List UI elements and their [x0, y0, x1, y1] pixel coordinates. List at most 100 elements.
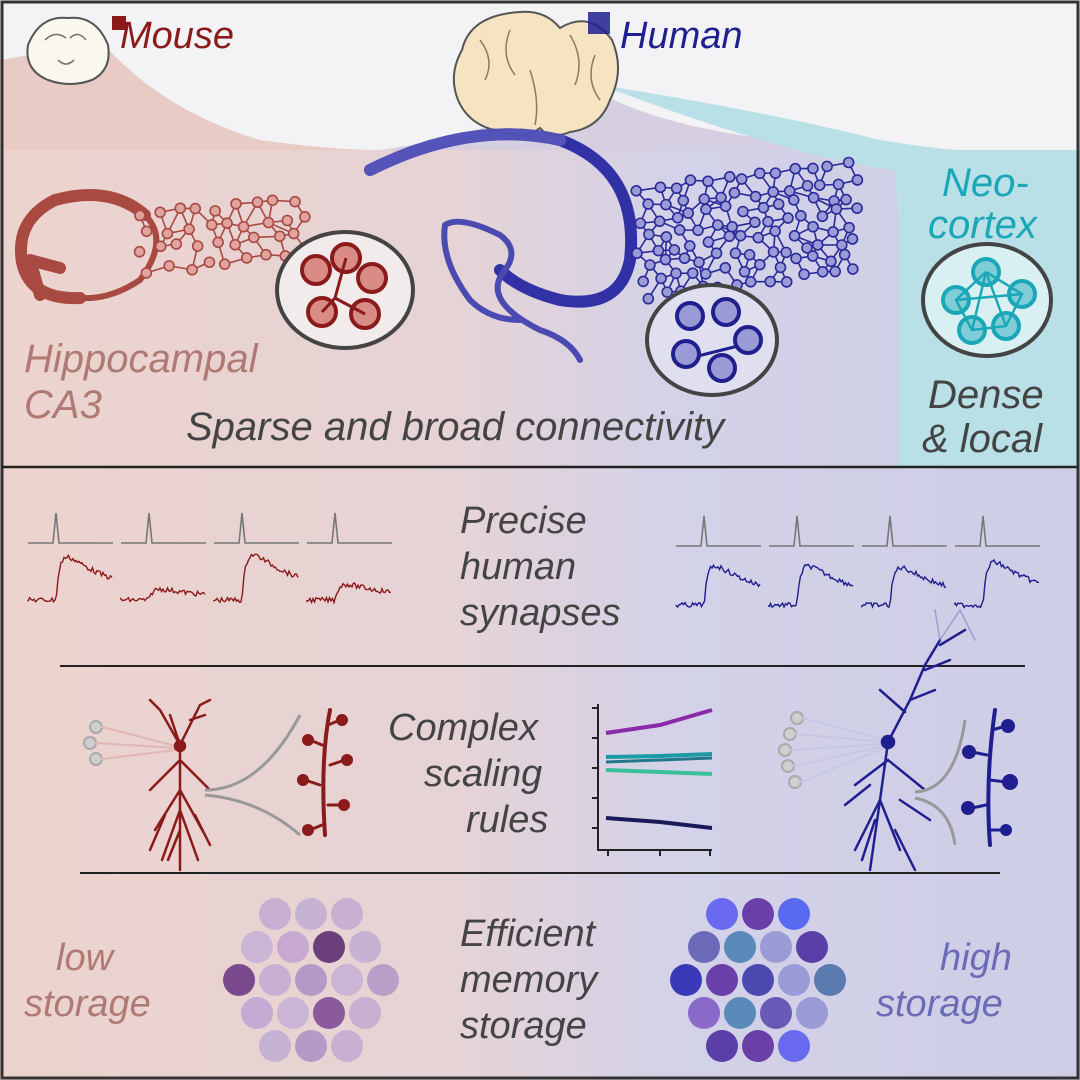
human-network-node — [670, 182, 683, 195]
human-network-node — [719, 200, 732, 213]
human-network-node — [767, 246, 780, 258]
memory-dot — [259, 1030, 291, 1062]
mouse-brain-icon — [26, 16, 126, 85]
human-network-node — [653, 215, 666, 228]
storage-caption-line2: memory — [460, 959, 599, 1001]
mouse-fork-lines — [204, 714, 302, 837]
memory-dot — [742, 1030, 774, 1062]
human-network-node — [660, 231, 673, 243]
epsp-trace — [27, 553, 113, 604]
mouse-epsp-traces — [27, 512, 392, 605]
human-network-node — [684, 174, 697, 186]
memory-dot — [259, 898, 291, 930]
human-network-node — [644, 259, 656, 271]
human-network-node — [836, 239, 848, 251]
mouse-network-node — [183, 223, 195, 236]
human-network-node — [754, 258, 766, 271]
mouse-network-node — [186, 263, 198, 276]
epsp-trace — [861, 565, 947, 609]
human-network-node — [807, 162, 819, 175]
memory-dot — [760, 931, 792, 963]
human-network-node — [643, 228, 655, 241]
low-storage-dot-array — [223, 898, 399, 1062]
memory-dot — [796, 997, 828, 1029]
human-network-node — [630, 185, 643, 197]
human-network-node — [787, 194, 800, 206]
action-potential-trace — [307, 512, 392, 544]
human-pyramidal-neuron — [778, 608, 976, 872]
human-network-node — [699, 268, 712, 280]
memory-dot — [688, 931, 720, 963]
mouse-network-node — [230, 198, 242, 210]
mouse-network-node — [260, 248, 272, 261]
mouse-network-node — [191, 240, 204, 252]
human-network-node — [711, 219, 724, 231]
mouse-network-node — [163, 260, 175, 272]
human-network-node — [838, 248, 851, 261]
human-network-node — [801, 179, 814, 192]
scaling-line-purple — [605, 708, 713, 735]
human-network-node — [816, 210, 829, 223]
human-network-node — [780, 246, 792, 259]
human-network-node — [752, 231, 765, 244]
storage-right-label-line1: high — [940, 937, 1012, 979]
memory-dot — [295, 964, 327, 996]
scaling-line-green — [605, 768, 713, 776]
memory-dot — [778, 1030, 810, 1062]
human-network-node — [827, 226, 839, 238]
storage-left-label-line1: low — [56, 937, 116, 979]
human-network-node — [851, 174, 864, 186]
memory-dot — [742, 964, 774, 996]
human-network-node — [749, 190, 762, 203]
mouse-dendrite-spines — [297, 708, 353, 837]
memory-dot — [688, 997, 720, 1029]
human-network-node — [829, 265, 841, 278]
human-network-node — [670, 267, 682, 280]
human-network-node — [842, 156, 855, 169]
human-network-node — [702, 236, 715, 248]
mouse-network-node — [161, 227, 174, 240]
memory-dot — [814, 964, 846, 996]
memory-dot — [778, 964, 810, 996]
mouse-network-node — [212, 236, 224, 249]
human-network-node — [749, 216, 761, 229]
action-potential-trace — [676, 515, 761, 547]
mouse-network-node — [154, 240, 167, 253]
human-network-node — [790, 252, 802, 265]
human-network-node — [811, 239, 824, 251]
action-potential-trace — [769, 515, 854, 547]
human-network-node — [652, 244, 665, 257]
human-network-node — [807, 220, 819, 233]
memory-dot — [706, 1030, 738, 1062]
human-network-node — [710, 247, 723, 260]
human-network-node — [782, 212, 794, 224]
memory-dot — [670, 964, 702, 996]
region-left-label-line2: CA3 — [24, 383, 102, 427]
mouse-network-node — [251, 196, 264, 209]
scaling-caption-line3: rules — [466, 799, 548, 841]
scaling-line-teal — [605, 752, 713, 759]
memory-dot — [367, 964, 399, 996]
human-network-node — [702, 175, 714, 188]
mouse-network-node — [218, 258, 231, 270]
human-network-node — [847, 263, 859, 275]
epsp-trace — [213, 553, 299, 604]
mouse-network-node — [140, 267, 153, 279]
action-potential-trace — [955, 515, 1040, 547]
human-network-node — [825, 255, 837, 268]
human-network-node — [693, 256, 705, 269]
human-network-node — [723, 171, 736, 183]
neocortex-zoom-circle — [921, 242, 1053, 358]
human-network-node — [728, 186, 741, 199]
mouse-network-node — [189, 202, 202, 215]
species-right-label: Human — [620, 15, 743, 57]
human-network-node — [764, 275, 777, 288]
human-ca3-network — [630, 156, 864, 305]
human-epsp-traces — [675, 515, 1040, 609]
human-network-node — [700, 203, 712, 216]
scaling-caption-line1: Complex — [388, 707, 540, 749]
human-network-node — [816, 265, 829, 278]
mouse-network-node — [170, 238, 183, 250]
memory-dot — [313, 997, 345, 1029]
mouse-network-node — [247, 231, 260, 244]
